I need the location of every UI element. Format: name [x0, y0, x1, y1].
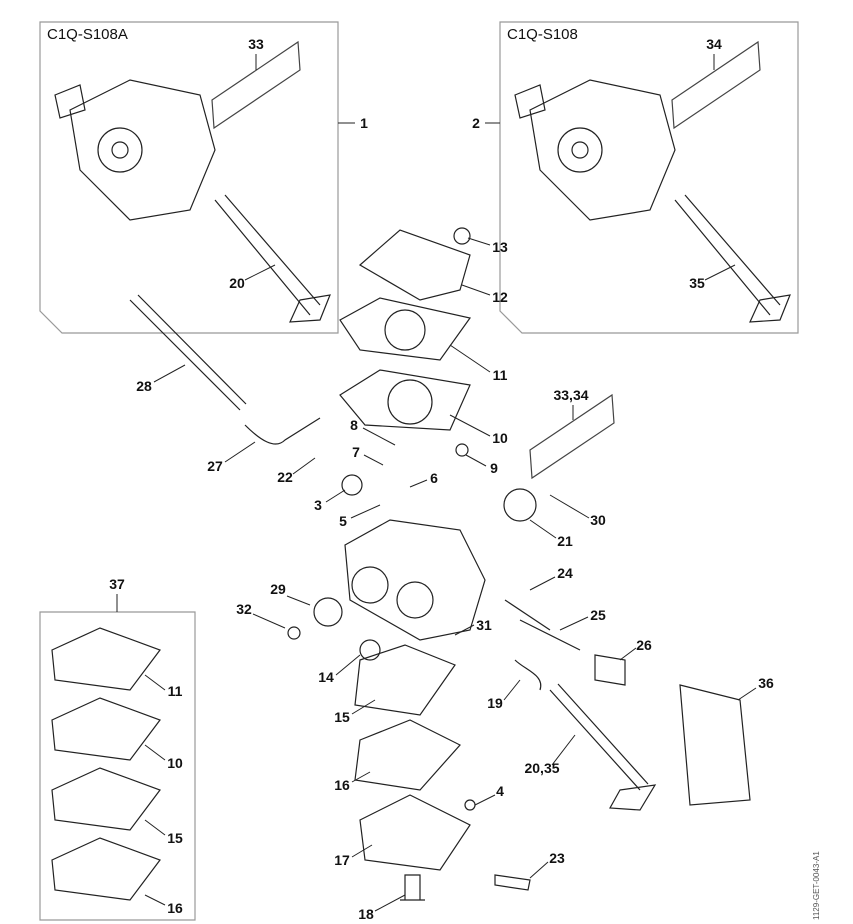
kit-frame-right: [499, 21, 799, 334]
callout-34: 34: [706, 36, 722, 52]
callout-37: 37: [109, 576, 125, 592]
callout-8: 8: [350, 417, 358, 433]
drawing-code: 1129-GET-0043-A1: [812, 851, 821, 920]
callout-21: 21: [557, 533, 573, 549]
callout-14: 14: [318, 669, 334, 685]
callout-23: 23: [549, 850, 565, 866]
spring-27: [244, 417, 321, 445]
needle-25: [519, 619, 581, 651]
carburetor-assembly-left: [54, 79, 331, 323]
callout-4: 4: [496, 783, 504, 799]
callout-36: 36: [758, 675, 774, 691]
cap-26: [594, 654, 626, 686]
callout-6: 6: [430, 470, 438, 486]
callout-33: 33: [248, 36, 264, 52]
callout-26: 26: [636, 637, 652, 653]
part-4: [464, 799, 476, 811]
pump-cover: [358, 229, 471, 301]
callout-15-kit: 15: [167, 830, 183, 846]
kit-frame-left: [39, 21, 339, 334]
screw-23: [494, 874, 531, 891]
callout-11: 11: [492, 367, 508, 383]
shaft-28: [129, 294, 247, 411]
gasket-16: [354, 719, 461, 791]
cover-17: [359, 794, 471, 871]
callout-22: 22: [277, 469, 293, 485]
callout-16-kit: 16: [167, 900, 183, 916]
callout-29: 29: [270, 581, 286, 597]
callout-17: 17: [334, 852, 350, 868]
shaft-2035: [549, 683, 657, 811]
callout-15: 15: [334, 709, 350, 725]
callout-35: 35: [689, 275, 705, 291]
screw-9: [455, 443, 469, 457]
screen-14: [359, 639, 381, 661]
kit-frame-37: [39, 611, 196, 921]
callout-10: 10: [492, 430, 508, 446]
plate-29: [313, 597, 343, 627]
screw-18: [400, 874, 425, 901]
carburetor-assembly-right: [514, 79, 791, 323]
callout-11-kit: 11: [167, 683, 183, 699]
callout-31: 31: [476, 617, 492, 633]
callout-12: 12: [492, 289, 508, 305]
callout-13: 13: [492, 239, 508, 255]
callout-10-kit: 10: [167, 755, 183, 771]
gasket-15: [354, 644, 456, 716]
diaphragm-10: [339, 369, 471, 431]
cover-36: [679, 684, 751, 806]
callout-20: 20: [229, 275, 245, 291]
callout-19: 19: [487, 695, 503, 711]
callout-9: 9: [490, 460, 498, 476]
screw-13: [453, 227, 471, 245]
callout-20-35: 20,35: [524, 760, 560, 776]
callout-24: 24: [557, 565, 573, 581]
callout-1: 1: [360, 115, 368, 131]
gasket-11: [339, 297, 472, 361]
callout-30: 30: [590, 512, 606, 528]
seal-kit-34-box: [671, 40, 761, 130]
callout-18: 18: [358, 906, 374, 922]
callout-28: 28: [136, 378, 152, 394]
spring-19: [514, 659, 542, 691]
plate-21: [503, 488, 537, 522]
kit-label-right: C1Q-S108: [507, 26, 578, 43]
callout-16: 16: [334, 777, 350, 793]
callout-2: 2: [472, 115, 480, 131]
seal-kit-33-box: [211, 40, 301, 130]
callout-33-34: 33,34: [553, 387, 589, 403]
kit-label-left: C1Q-S108A: [47, 26, 128, 43]
carburetor-body: [344, 519, 486, 641]
screw-32: [287, 626, 301, 640]
callout-25: 25: [590, 607, 606, 623]
callout-7: 7: [352, 444, 360, 460]
callout-32: 32: [236, 601, 252, 617]
seal-kit-3334-box: [529, 393, 615, 480]
callout-27: 27: [207, 458, 223, 474]
part-3: [341, 474, 363, 496]
needle-24: [504, 599, 551, 631]
callout-5: 5: [339, 513, 347, 529]
callout-3: 3: [314, 497, 322, 513]
